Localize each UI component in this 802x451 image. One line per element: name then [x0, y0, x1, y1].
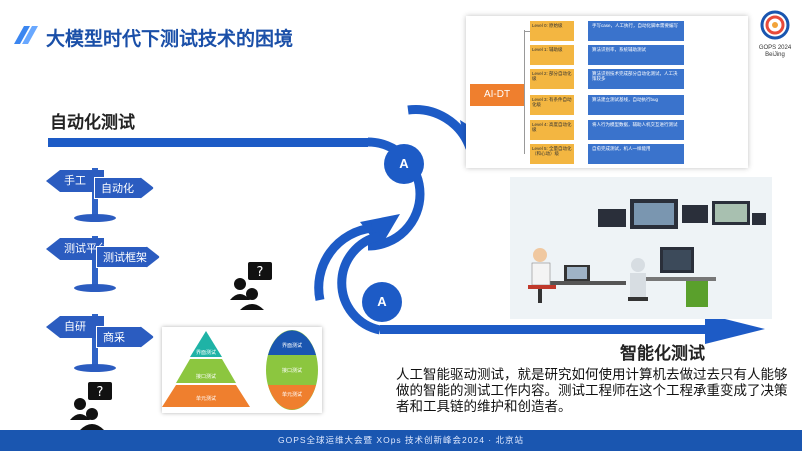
- aidt-desc-4: 将人行为模型数据，辅助人机交互进行测试: [588, 120, 684, 140]
- gops-logo-city: BeiJing: [765, 52, 785, 58]
- description-text: 人工智能驱动测试，就是研究如何使用计算机去做过去只有人能够做的智能的测试工作内容…: [396, 367, 788, 414]
- aidt-desc-2: 算法识别技术完成部分自动化测试，人工决策较多: [588, 69, 684, 89]
- smart-test-heading: 智能化测试: [620, 344, 705, 363]
- aidt-desc-0: 手写case，人工执行，自动化脚本需要编写: [588, 21, 684, 41]
- upper-letter-circle: A: [384, 144, 424, 184]
- gops-logo-icon: [760, 10, 790, 40]
- gops-logo-text: GOPS 2024: [758, 45, 792, 51]
- pyramid-layer-2: 单元测试: [195, 396, 216, 402]
- oval-layer-1: 接口测试: [281, 368, 302, 374]
- lower-letter: A: [377, 294, 387, 309]
- aidt-level-4: Level 4: 高度自动化级: [530, 120, 574, 140]
- signpost-1: 手工 自动化: [44, 168, 164, 226]
- page-title: 大模型时代下测试技术的困境: [46, 29, 294, 50]
- aidt-level-3: Level 3: 有条件自动化级: [530, 95, 574, 115]
- auto-path-line: [48, 138, 368, 147]
- oval-layer-0: 界面测试: [281, 343, 302, 349]
- signpost-3-left: 自研: [46, 316, 104, 338]
- lower-letter-circle: A: [362, 282, 402, 322]
- signpost-2: 测试平台 测试框架: [44, 236, 164, 294]
- footer-bar: GOPS全球运维大会暨 XOps 技术创新峰会2024 · 北京站: [0, 430, 802, 451]
- signpost-2-right: 测试框架: [96, 246, 160, 268]
- mid-arrowhead: [360, 214, 400, 248]
- test-pyramid-graphic: [162, 330, 318, 410]
- upper-curve: [367, 137, 425, 251]
- office-scene-icon: [528, 199, 766, 307]
- oval-layer-2: 单元测试: [281, 392, 302, 398]
- aidt-root: AI-DT: [470, 84, 524, 106]
- svg-text:?: ?: [97, 385, 104, 400]
- signpost-1-left: 手工: [46, 170, 104, 192]
- aidt-desc-3: 算法建立测试基线，自动执行bug: [588, 95, 684, 115]
- signpost-1-right: 自动化: [94, 177, 154, 199]
- bottom-arrowhead: [705, 314, 765, 344]
- people-question-icon: ?: [230, 262, 272, 310]
- aidt-desc-5: 自愈完成测试，机人一样能用: [588, 144, 684, 164]
- aidt-level-0: Level 0: 原始级: [530, 21, 574, 41]
- aidt-level-2: Level 2: 部分自动化级: [530, 69, 574, 89]
- pyramid-layer-1: 接口测试: [195, 374, 216, 380]
- signpost-3-right: 商采: [96, 326, 154, 348]
- aidt-level-5: Level 5: 全量自动化（和心动）级: [530, 144, 574, 164]
- smart-path-line: [380, 325, 710, 334]
- aidt-desc-1: 算法识别率，系统辅助测试: [588, 45, 684, 65]
- svg-text:?: ?: [257, 265, 264, 280]
- test-pyramid-panel: 界面测试 接口测试 单元测试 界面测试 接口测试 单元测试: [162, 327, 322, 413]
- lower-curve: [337, 231, 382, 335]
- people-question-icon-2: ?: [70, 382, 112, 430]
- signpost-2-left: 测试平台: [46, 238, 104, 260]
- aidt-level-1: Level 1: 辅助级: [530, 45, 574, 65]
- pyramid-layer-0: 界面测试: [195, 350, 216, 356]
- gops-logo: GOPS 2024 BeiJing: [752, 10, 798, 59]
- auto-test-heading: 自动化测试: [50, 113, 135, 132]
- signpost-3: 自研 商采: [44, 314, 164, 374]
- office-illustration: [510, 177, 772, 319]
- brand-mark-icon: [14, 26, 38, 44]
